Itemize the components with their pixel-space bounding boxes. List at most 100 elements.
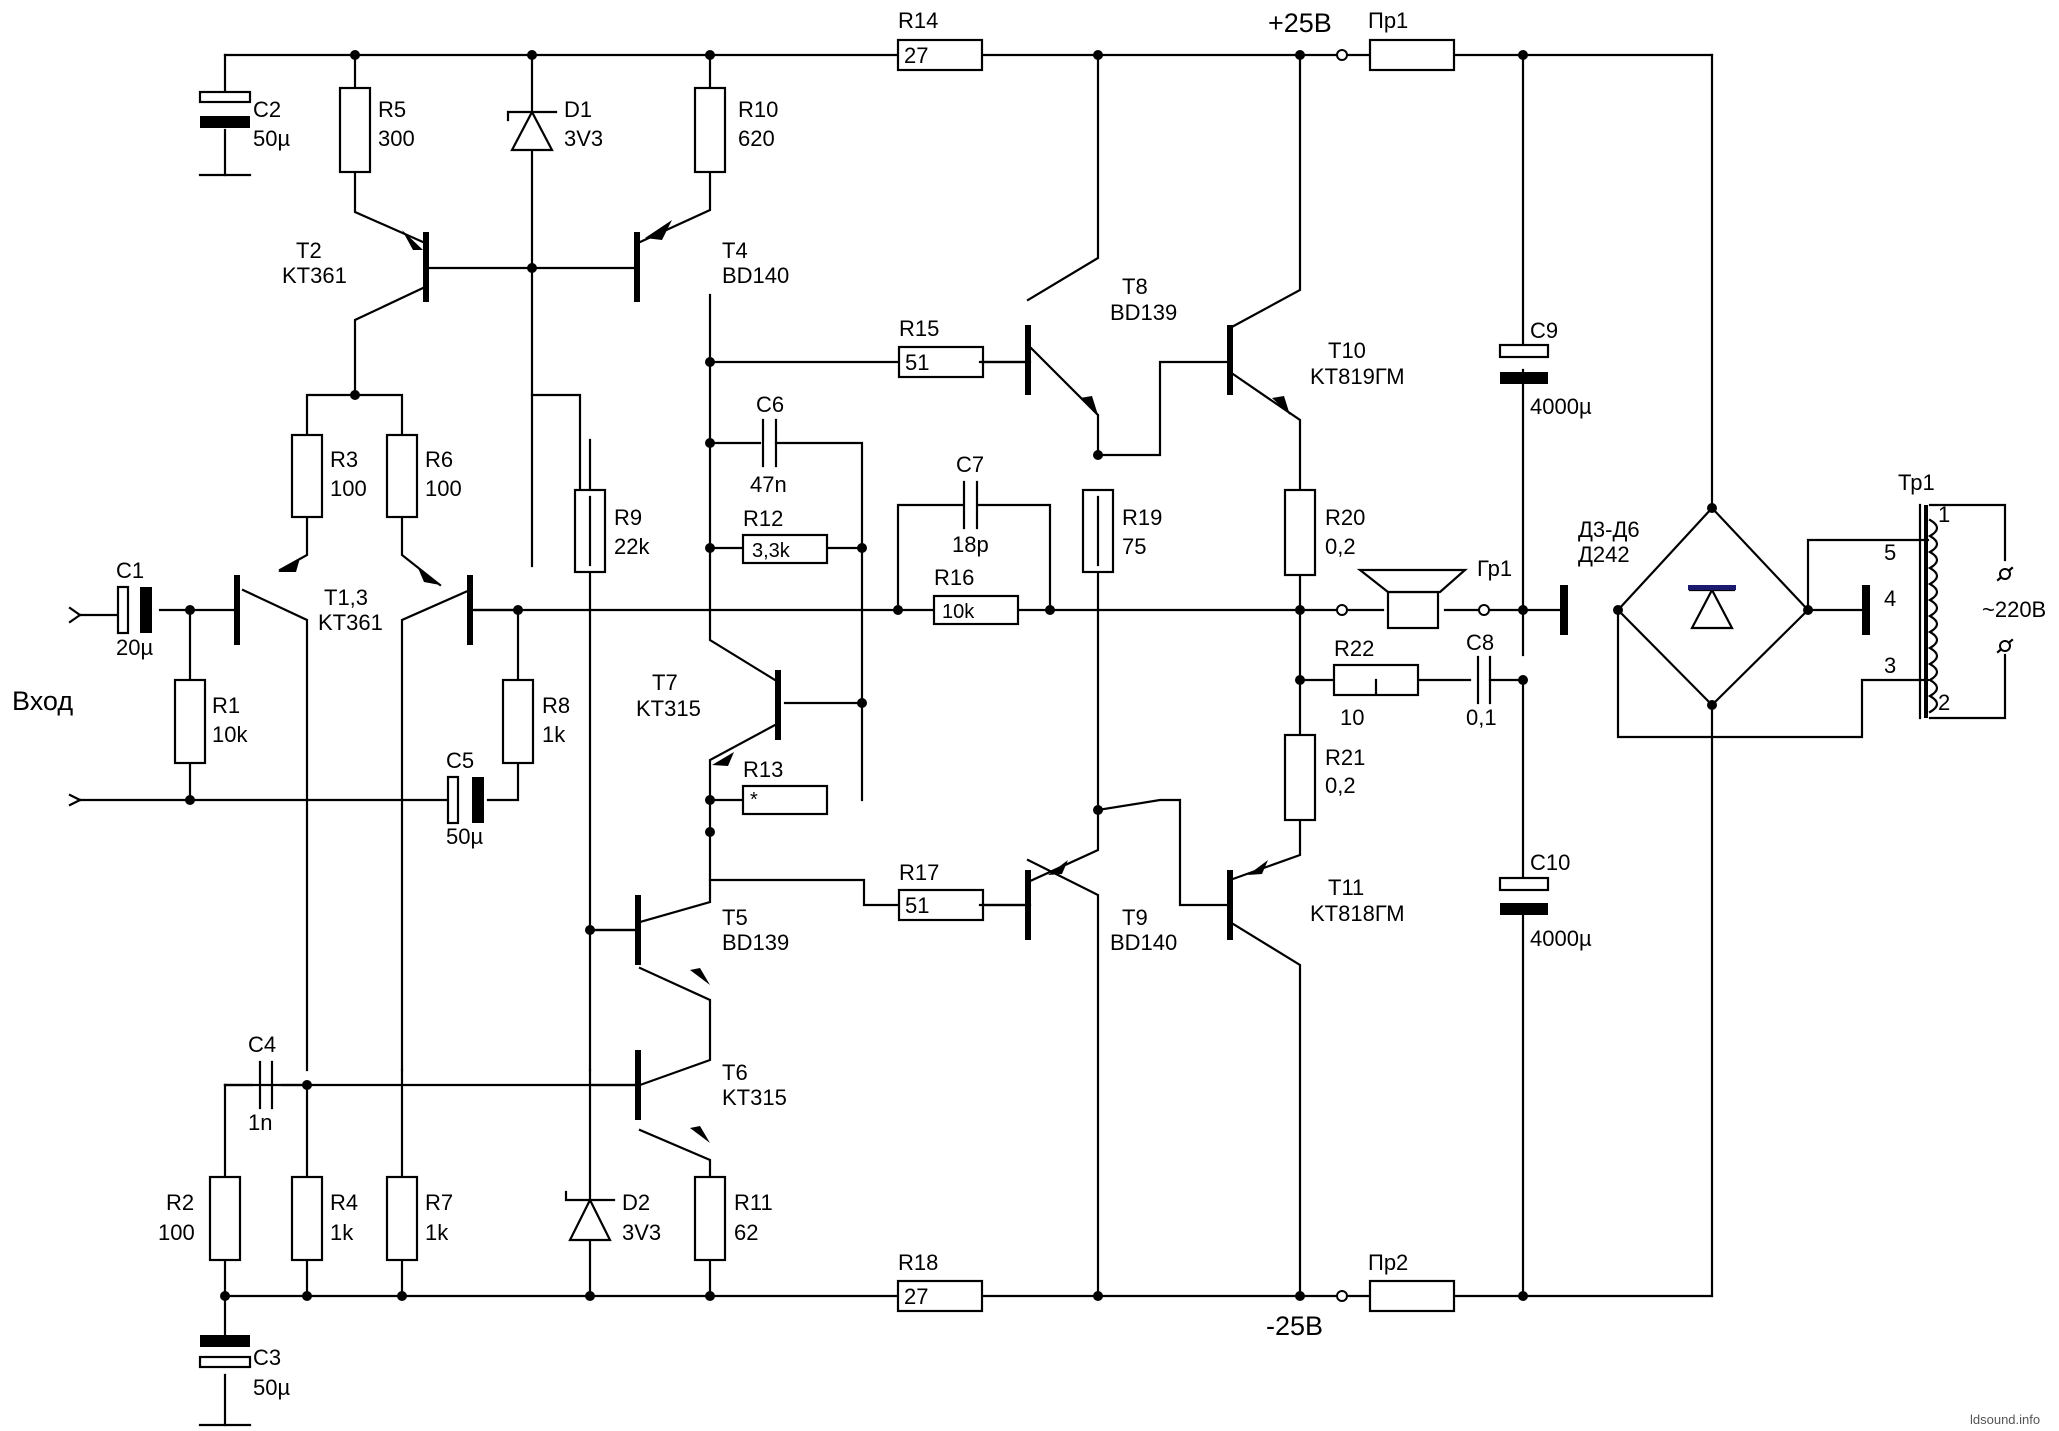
- c8-val: 0,1: [1466, 705, 1497, 730]
- c8-ref: C8: [1466, 630, 1494, 655]
- transformer-tr1: [1918, 503, 2014, 720]
- transistor-t10-base: [1227, 325, 1233, 395]
- c10-val: 4000µ: [1530, 926, 1592, 951]
- r7-val: 1k: [425, 1220, 449, 1245]
- c5-val: 50µ: [446, 824, 483, 849]
- bridge-val: Д242: [1578, 542, 1630, 567]
- tr1-ref: Тр1: [1898, 470, 1935, 495]
- t9-val: BD140: [1110, 930, 1177, 955]
- capacitor-c5: [446, 775, 460, 825]
- r5-val: 300: [378, 126, 415, 151]
- d2-ref: D2: [622, 1190, 650, 1215]
- transistor-t5-base: [635, 895, 641, 965]
- t8-val: BD139: [1110, 300, 1177, 325]
- transistor-t8-base: [1025, 325, 1031, 395]
- c1-ref: C1: [116, 558, 144, 583]
- t6-ref: T6: [722, 1060, 748, 1085]
- capacitors: [116, 90, 1550, 1427]
- transistor-t7-base: [775, 670, 781, 740]
- c9-ref: C9: [1530, 318, 1558, 343]
- c9-val: 4000µ: [1530, 394, 1592, 419]
- r17-ref: R17: [899, 860, 939, 885]
- r9-val: 22k: [614, 534, 650, 559]
- r14-val: 27: [904, 43, 928, 68]
- resistor-r16: [932, 594, 1020, 626]
- zener-d2: [568, 1197, 612, 1242]
- resistor-r3: [290, 433, 324, 519]
- capacitor-c2: [198, 90, 252, 104]
- r1-val: 10k: [212, 722, 248, 747]
- r16-ref: R16: [934, 565, 974, 590]
- capacitor-c3: [198, 1355, 252, 1369]
- r7-ref: R7: [425, 1190, 453, 1215]
- r8-ref: R8: [542, 693, 570, 718]
- r19-ref: R19: [1122, 505, 1162, 530]
- r20-val: 0,2: [1325, 534, 1356, 559]
- c2-val: 50µ: [253, 126, 290, 151]
- r13-val: *: [750, 789, 758, 811]
- capacitor-c7: [962, 480, 979, 530]
- resistor-r2: [208, 1175, 242, 1262]
- transistor-t1-base: [234, 575, 240, 645]
- c4-ref: C4: [248, 1032, 276, 1057]
- d2-val: 3V3: [622, 1220, 661, 1245]
- power-neg-label: -25В: [1266, 1311, 1323, 1341]
- t7-val: KT315: [636, 696, 701, 721]
- t13-val: KT361: [318, 610, 383, 635]
- credit-label: ldsound.info: [1970, 1412, 2040, 1427]
- r5-ref: R5: [378, 97, 406, 122]
- t2-ref: T2: [296, 238, 322, 263]
- transistor-t4-base: [634, 232, 640, 302]
- c7-val: 18p: [952, 532, 989, 557]
- pr2-ref: Пр2: [1368, 1250, 1408, 1275]
- resistor-r6: [385, 433, 419, 519]
- r10-ref: R10: [738, 97, 778, 122]
- resistor-r5: [338, 86, 372, 174]
- pr1-ref: Пр1: [1368, 8, 1408, 33]
- r8-val: 1k: [542, 722, 566, 747]
- r19-val: 75: [1122, 534, 1146, 559]
- capacitor-c1: [116, 585, 130, 635]
- r2-val: 100: [158, 1220, 195, 1245]
- mains-label: ~220В: [1982, 597, 2046, 622]
- c5-ref: C5: [446, 748, 474, 773]
- t9-ref: T9: [1122, 905, 1148, 930]
- capacitor-c10: [1498, 876, 1550, 892]
- r18-ref: R18: [898, 1250, 938, 1275]
- r11-val: 62: [734, 1220, 758, 1245]
- r21-ref: R21: [1325, 745, 1365, 770]
- r4-val: 1k: [330, 1220, 354, 1245]
- r12-val: 3,3k: [752, 540, 791, 562]
- output-terminal: [1560, 585, 1568, 635]
- diodes: [506, 109, 1736, 1242]
- c3-val: 50µ: [253, 1375, 290, 1400]
- r6-ref: R6: [425, 447, 453, 472]
- resistor-r8: [501, 678, 535, 765]
- transistor-t3-base: [467, 575, 473, 645]
- resistor-r1: [173, 678, 207, 765]
- bridge-ref: Д3-Д6: [1578, 517, 1640, 542]
- c2-ref: C2: [253, 97, 281, 122]
- transistor-t6-base: [635, 1050, 641, 1120]
- r1-ref: R1: [212, 693, 240, 718]
- transistors: [234, 220, 1290, 1143]
- r10-val: 620: [738, 126, 775, 151]
- resistor-r20: [1283, 488, 1317, 577]
- r4-ref: R4: [330, 1190, 358, 1215]
- t6-val: KT315: [722, 1085, 787, 1110]
- transistor-t9-base: [1025, 870, 1031, 940]
- fuse-pr1: [1368, 38, 1456, 72]
- c6-ref: C6: [756, 392, 784, 417]
- r12-ref: R12: [743, 506, 783, 531]
- resistor-r4: [290, 1175, 324, 1262]
- tr1-pin3: 3: [1884, 653, 1896, 678]
- r21-val: 0,2: [1325, 773, 1356, 798]
- fuse-pr2: [1368, 1279, 1456, 1313]
- resistor-r18: [896, 1279, 984, 1313]
- t10-ref: T10: [1328, 338, 1366, 363]
- r16-val: 10k: [942, 601, 975, 623]
- resistor-r14: [896, 38, 984, 72]
- capacitor-c4: [258, 1060, 274, 1110]
- transistor-t11-base: [1227, 870, 1233, 940]
